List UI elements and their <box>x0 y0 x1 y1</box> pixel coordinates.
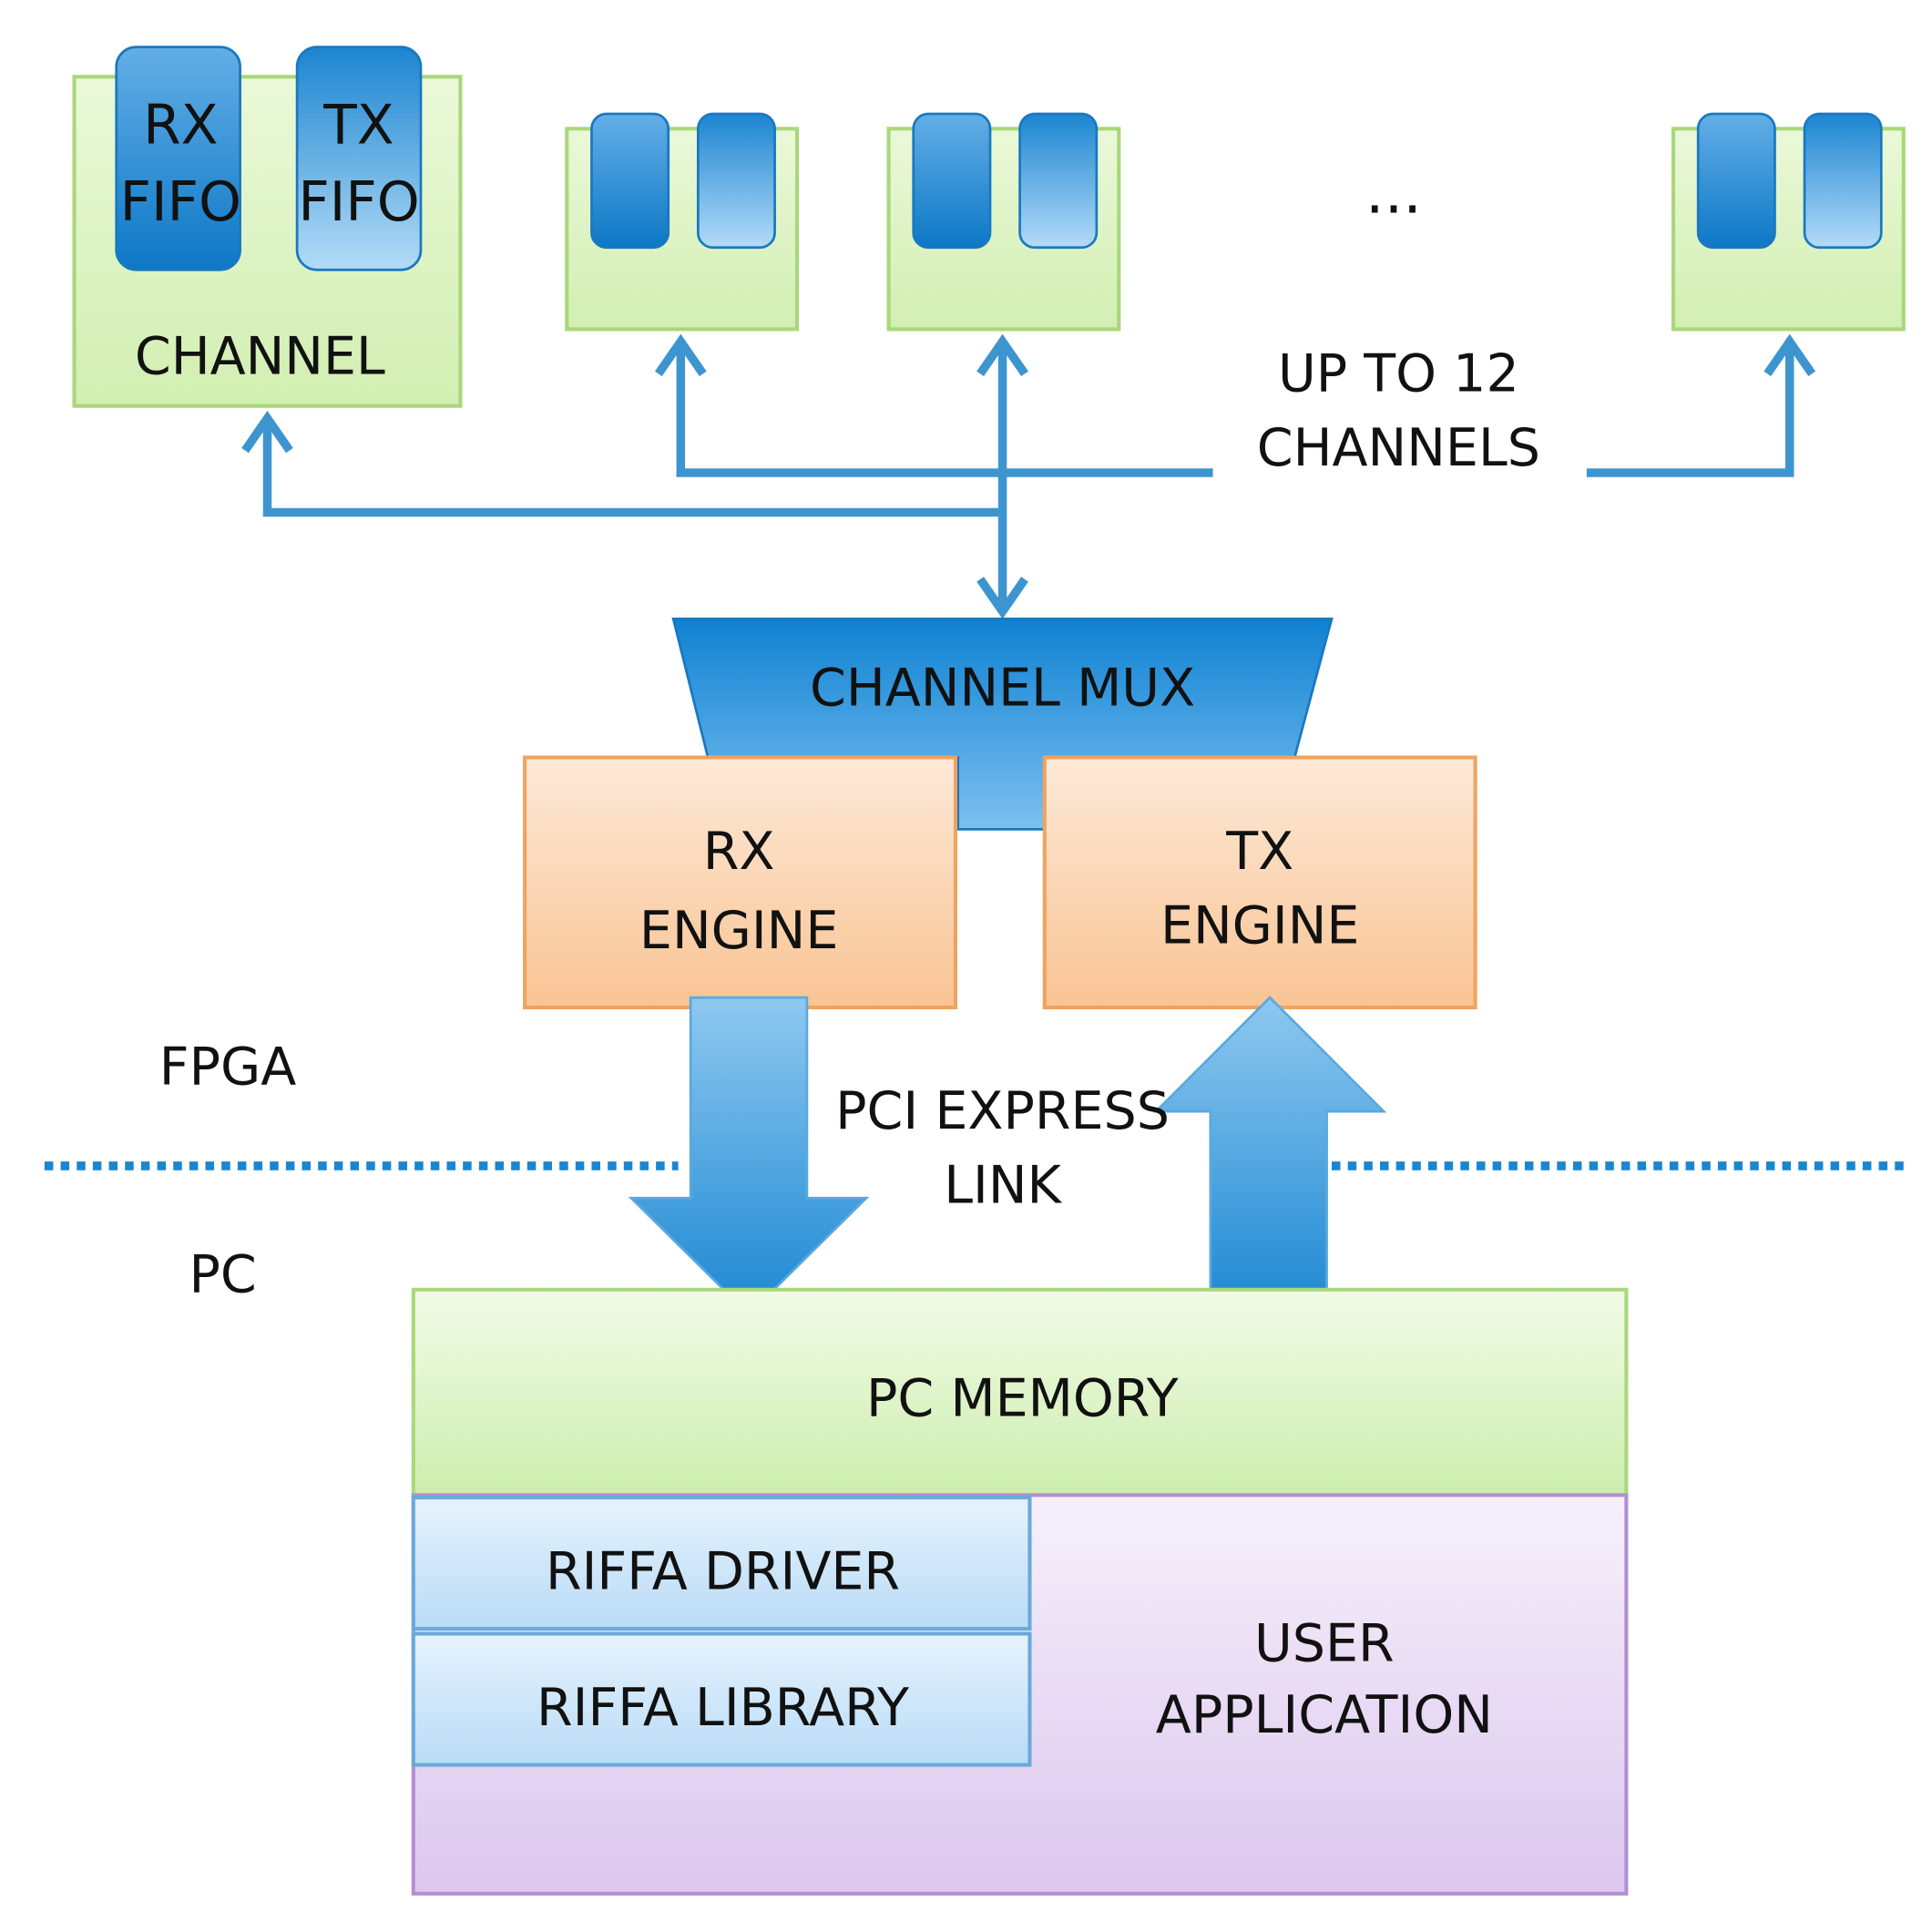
tx-fifo <box>1803 112 1883 250</box>
tx-fifo <box>295 46 423 271</box>
rx-engine-box <box>523 755 957 1010</box>
rx-fifo <box>1696 112 1776 250</box>
tx-engine-label-line2: ENGINE <box>1160 895 1359 956</box>
channel-block-2 <box>565 112 800 332</box>
tx-fifo <box>1018 112 1099 250</box>
rx-engine-label-line2: ENGINE <box>639 901 838 961</box>
tx-fifo-label-line1: TX <box>322 95 394 158</box>
riffa-driver-label: RIFFA DRIVER <box>546 1542 900 1602</box>
rx-engine-label-line1: RX <box>703 822 775 882</box>
tx-fifo-label-line2: FIFO <box>298 171 419 234</box>
channels-note-line2: CHANNELS <box>1257 418 1540 478</box>
pc-zone-label: PC <box>189 1245 256 1305</box>
rx-fifo <box>912 112 992 250</box>
rx-fifo <box>590 112 670 250</box>
channel-block-3 <box>886 112 1121 332</box>
channel-bus-lines <box>241 333 1816 619</box>
rx-fifo-label-line2: FIFO <box>120 171 241 234</box>
pci-express-link-line2: LINK <box>944 1156 1062 1216</box>
channel-block-1: RX FIFO TX FIFO CHANNEL <box>72 46 463 408</box>
riffa-driver-box <box>411 1496 1032 1631</box>
channel-label: CHANNEL <box>135 326 385 386</box>
pci-express-link-line1: PCI EXPRESS <box>835 1081 1170 1141</box>
rx-fifo <box>115 46 241 271</box>
pc-memory-box <box>411 1287 1629 1498</box>
arrowhead-up-1 <box>241 410 293 454</box>
rx-fifo-label-line1: RX <box>143 95 218 158</box>
arrowhead-up-n <box>1763 333 1816 377</box>
tx-engine-box <box>1042 755 1477 1010</box>
arrowhead-down-mux <box>976 577 1028 619</box>
channel-block-n <box>1671 112 1906 332</box>
user-application-label-line2: APPLICATION <box>1156 1685 1493 1745</box>
bus-line-channel-1 <box>262 418 1003 517</box>
rx-down-arrow <box>628 996 870 1316</box>
arrowhead-up-3 <box>976 333 1028 377</box>
riffa-library-box <box>411 1631 1032 1767</box>
fpga-zone-label: FPGA <box>159 1037 296 1097</box>
pc-memory-label: PC MEMORY <box>866 1368 1179 1428</box>
tx-engine-label-line1: TX <box>1225 822 1293 882</box>
riffa-library-label: RIFFA LIBRARY <box>537 1678 909 1738</box>
tx-fifo <box>696 112 776 250</box>
bus-line-channel-n <box>1586 343 1794 477</box>
ellipsis-text: ... <box>1365 158 1422 228</box>
tx-up-arrow <box>1152 996 1387 1316</box>
channels-note-line1: UP TO 12 <box>1278 343 1519 404</box>
channel-mux-label: CHANNEL MUX <box>810 658 1195 718</box>
bus-line-channel-2 <box>676 343 1213 477</box>
arrowhead-up-2 <box>654 333 707 377</box>
user-application-label-line1: USER <box>1254 1613 1395 1673</box>
